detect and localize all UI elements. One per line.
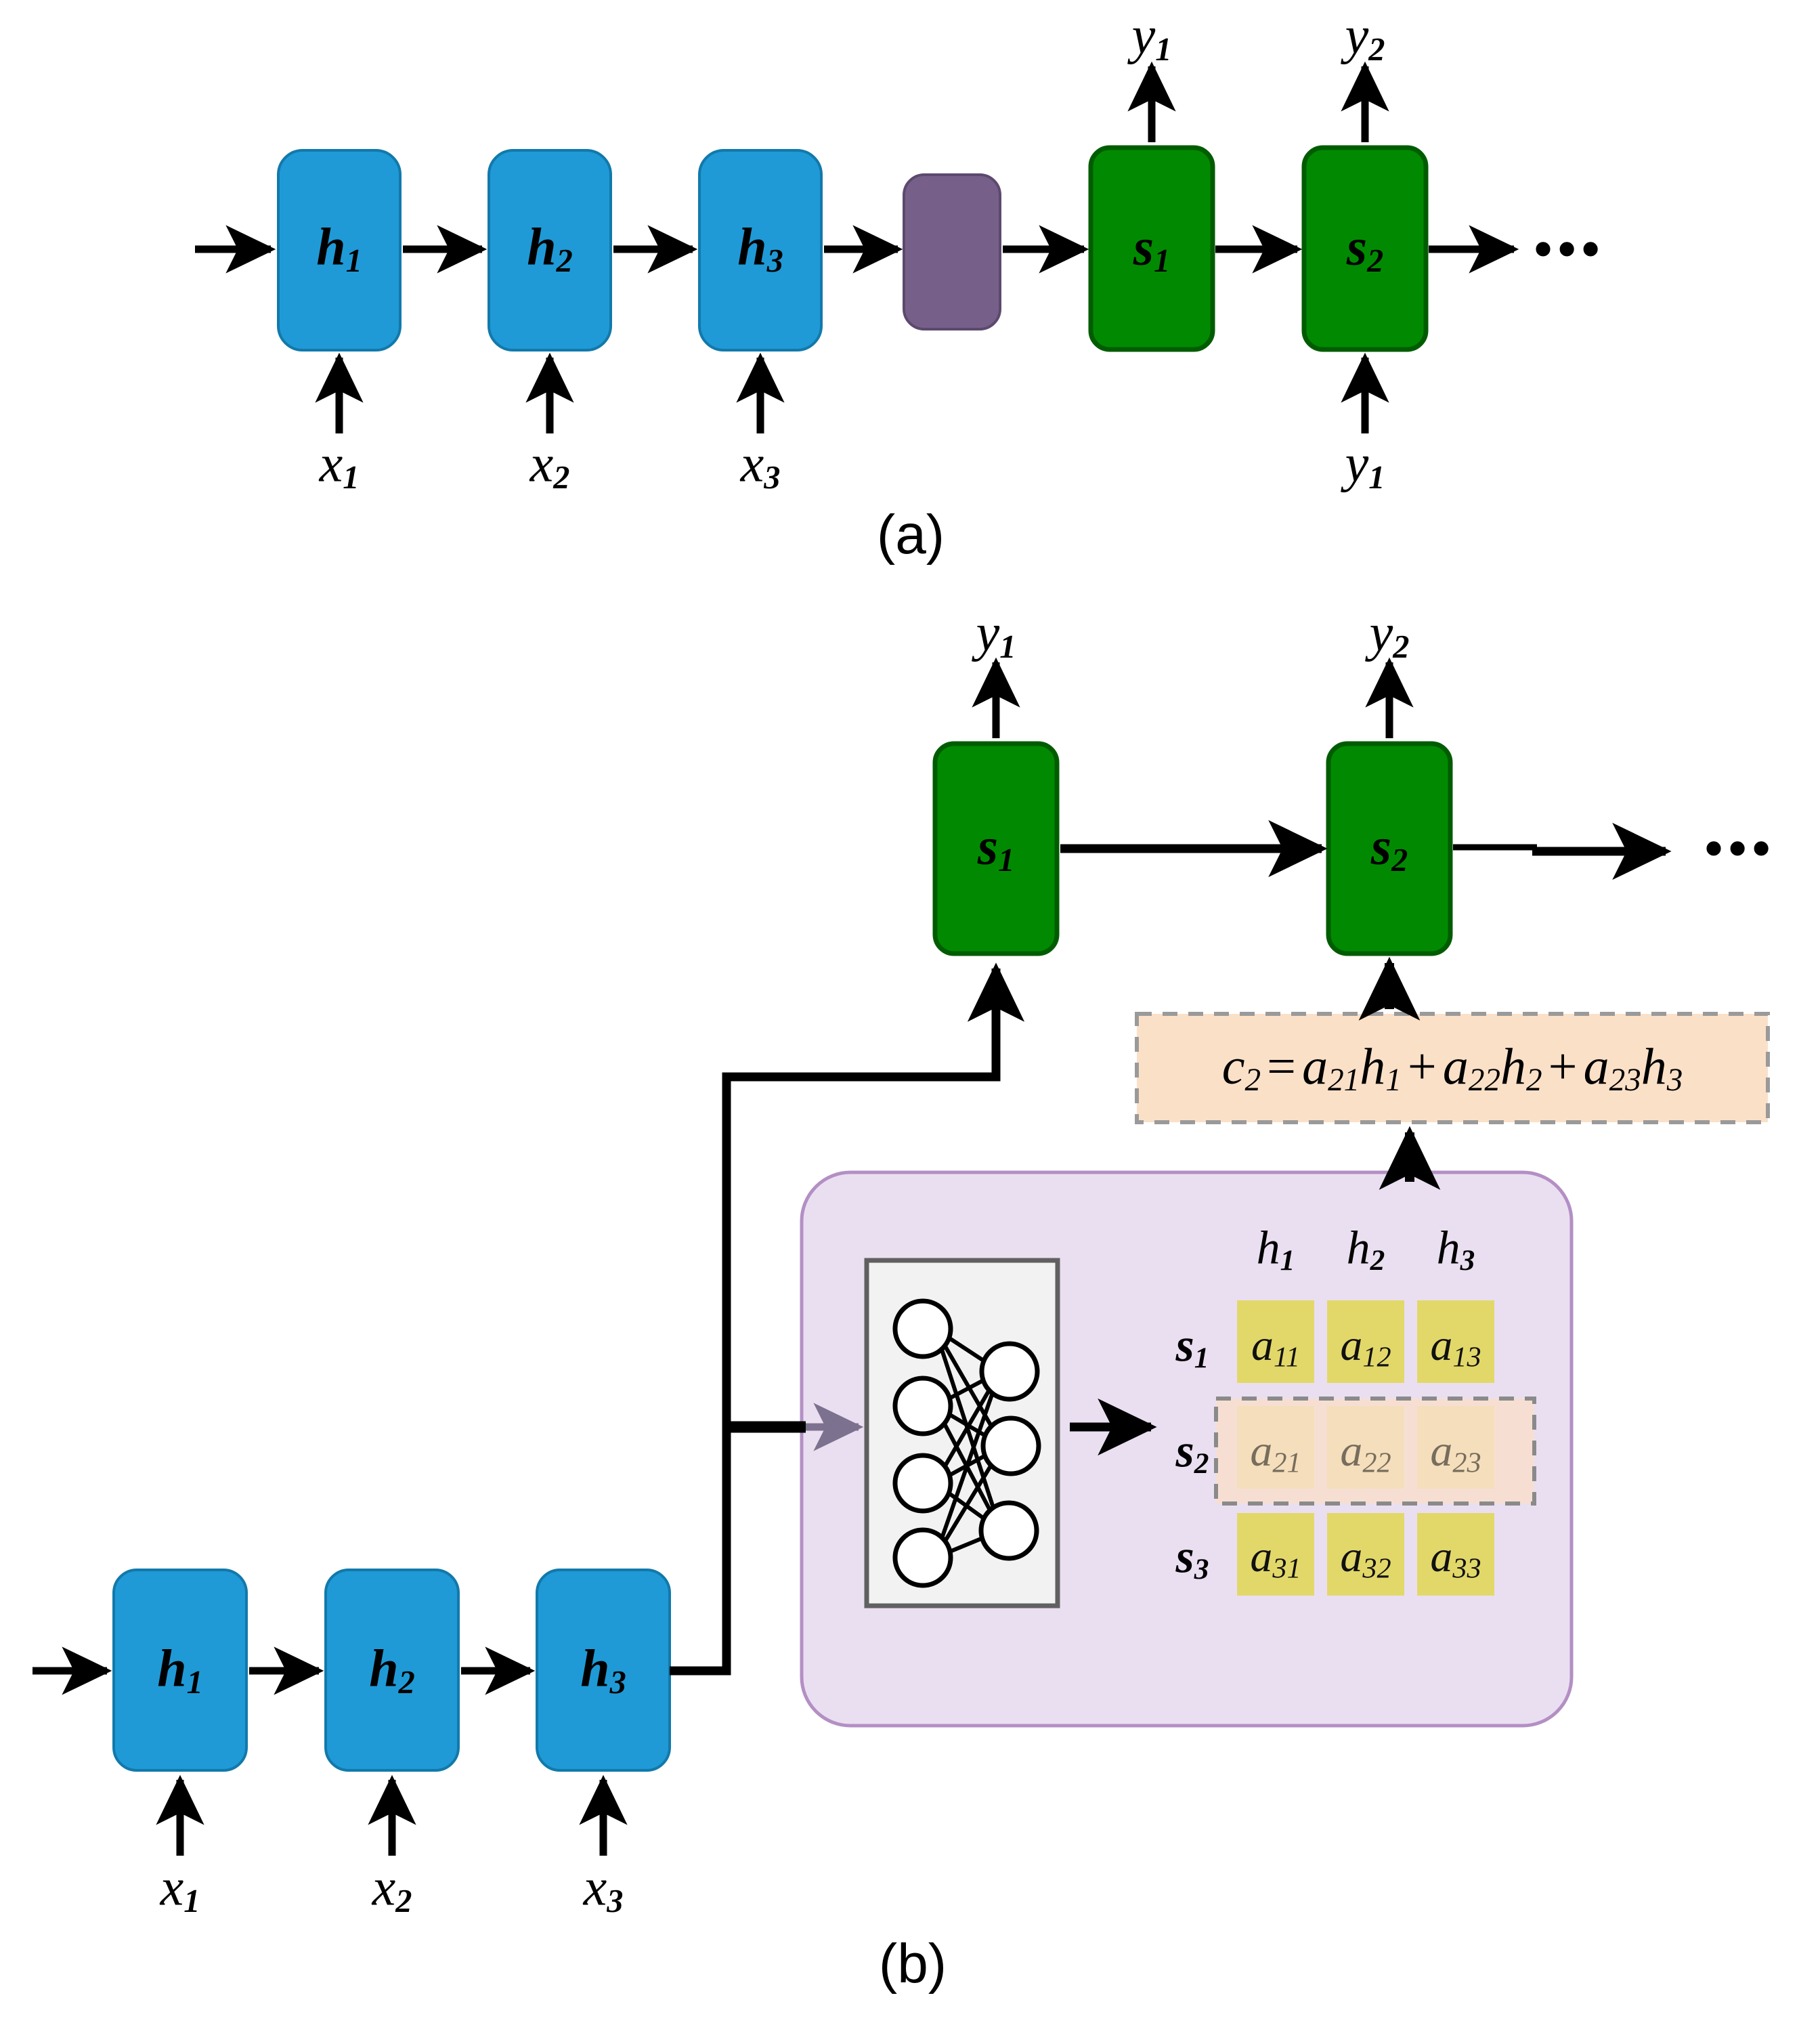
nn-node-left-1 (892, 1298, 953, 1359)
panel-b-output-label-y1: y1 (976, 603, 1016, 666)
panel-b-context-formula-box (1135, 1012, 1770, 1124)
panel-b-matrix-cell-a31: a31 (1250, 1532, 1301, 1585)
panel-b-caption: (b) (878, 1933, 947, 1995)
panel-b-matrix-col-header-h2: h2 (1346, 1222, 1385, 1277)
panel-a-input-arrows (315, 352, 785, 433)
panel-a-decoder-boxes (1088, 145, 1429, 352)
matrix-cell-r3c1 (1237, 1513, 1314, 1596)
panel-b-encoder-to-decoder-elbow-connector (670, 962, 1025, 1676)
matrix-cell-r3c3 (1417, 1513, 1494, 1596)
panel-b-encoder-box-h1 (112, 1569, 248, 1772)
panel-b-matrix-cell-a21: a21 (1250, 1426, 1301, 1479)
panel-b-matrix-cell-a23: a23 (1430, 1426, 1481, 1479)
matrix-cell-r1c2 (1327, 1300, 1404, 1383)
panel-a-trailing-ellipsis: ••• (1534, 219, 1605, 278)
nn-node-right-1 (979, 1341, 1040, 1402)
panel-b-encoder-input-arrows (156, 1774, 628, 1856)
panel-a-encoder-label-h1: h1 (316, 217, 362, 280)
panel-b-matrix-row-header-s1: s1 (1175, 1319, 1209, 1375)
nn-node-right-3 (978, 1500, 1039, 1561)
panel-b-matrix-cell-a11: a11 (1251, 1321, 1301, 1373)
panel-b-neural-network-output-nodes (978, 1341, 1041, 1561)
panel-a-caption: (a) (876, 504, 945, 566)
panel-a-decoder-label-s1: s1 (1133, 217, 1171, 280)
nn-node-left-4 (892, 1527, 953, 1588)
panel-b-encoder-label-h2: h2 (369, 1638, 415, 1701)
panel-b-encoder-label-h3: h3 (580, 1638, 626, 1701)
panel-a-input-label-x3: x3 (740, 433, 781, 496)
panel-b-context-formula-text: c2=a21h1+a22h2+a23h3 (1221, 1038, 1683, 1099)
panel-b-trailing-ellipsis: ••• (1704, 819, 1776, 878)
panel-b-input-label-x2: x2 (372, 1857, 412, 1920)
matrix-cell-r3c2 (1327, 1513, 1404, 1596)
nn-node-left-3 (892, 1453, 953, 1514)
panel-a-decoder-label-s2: s2 (1346, 217, 1384, 280)
nn-node-right-2 (980, 1415, 1041, 1476)
panel-a-input-label-x2: x2 (529, 433, 570, 496)
panel-b-matrix-cell-a33: a33 (1430, 1532, 1481, 1585)
panel-b-neural-network-input-nodes (892, 1298, 953, 1588)
panel-a-output-arrows (1127, 61, 1389, 142)
panel-b-input-label-x3: x3 (583, 1857, 624, 1920)
panel-b-encoder-label-h1: h1 (157, 1638, 203, 1701)
panel-a-output-label-y2: y2 (1345, 5, 1385, 68)
panel-a-encoder-boxes (277, 149, 823, 351)
panel-a-context-vector-box (903, 173, 1001, 331)
matrix-cell-r1c3 (1417, 1300, 1494, 1383)
panel-b-decoder-label-s1: s1 (977, 816, 1015, 879)
panel-b-decoder-box-s1 (932, 741, 1060, 956)
panel-a-decoder-box-s2 (1301, 145, 1429, 352)
panel-b-input-label-x1: x1 (160, 1857, 200, 1920)
panel-b-matrix-cell-a13: a13 (1430, 1321, 1481, 1373)
panel-a-encoder-label-h2: h2 (527, 217, 573, 280)
panel-b-output-label-y2: y2 (1369, 603, 1410, 666)
panel-a-encoder-box-h1 (277, 149, 402, 351)
panel-a-encoder-box-h2 (488, 149, 612, 351)
panel-b-decoder-box-s2 (1326, 741, 1453, 956)
panel-a-encoder-box-h3 (698, 149, 823, 351)
panel-b-matrix-col-header-h1: h1 (1256, 1222, 1295, 1277)
panel-b-decoder-label-s2: s2 (1370, 816, 1408, 879)
panel-a-input-label-x1: x1 (319, 433, 360, 496)
panel-a-decoder-input-label-y1: y1 (1345, 433, 1385, 496)
panel-b-decoder-boxes (932, 741, 1453, 956)
panel-b-decoder-output-arrows (972, 657, 1414, 738)
panel-a-encoder-label-h3: h3 (737, 217, 783, 280)
panel-a-decoder-box-s1 (1088, 145, 1215, 352)
panel-b-matrix-cell-a22: a22 (1340, 1426, 1391, 1479)
panel-b-matrix-row-header-s3: s3 (1175, 1531, 1209, 1586)
panel-b-matrix-row-header-s2: s2 (1175, 1425, 1209, 1480)
panel-b-encoder-box-h2 (324, 1569, 460, 1772)
nn-node-left-2 (892, 1376, 953, 1436)
formula-equals: = (1267, 1038, 1296, 1095)
panel-b-attention-highlight-row-s2 (1214, 1397, 1536, 1506)
panel-b-matrix-cell-a12: a12 (1340, 1321, 1391, 1373)
panel-a-output-label-y1: y1 (1131, 5, 1172, 68)
matrix-cell-r1c1 (1237, 1300, 1314, 1383)
panel-b-matrix-cell-a32: a32 (1340, 1532, 1391, 1585)
panel-b-matrix-col-header-h3: h3 (1436, 1222, 1475, 1277)
